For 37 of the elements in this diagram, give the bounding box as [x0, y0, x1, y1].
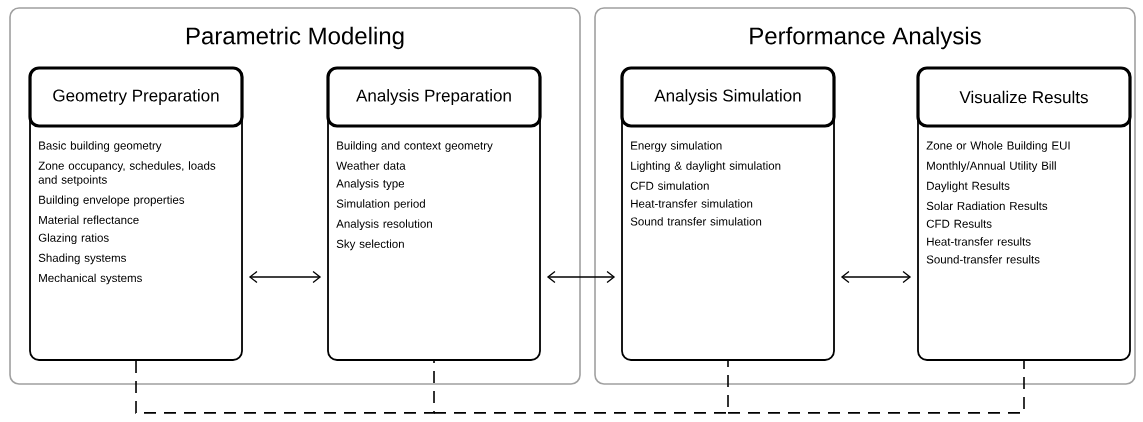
list-item: Building envelope properties: [39, 195, 185, 207]
card-header: Analysis Simulation: [620, 66, 836, 128]
list-item: Sky selection: [336, 239, 404, 251]
list-item: Daylight Results: [927, 181, 1010, 193]
card-header: Geometry Preparation: [28, 66, 244, 128]
list-item: Monthly/Annual Utility Bill: [927, 161, 1056, 173]
card-header: Visualize Results: [916, 66, 1132, 128]
list-item: Weather data: [336, 161, 406, 170]
dashed-connector: [135, 360, 435, 414]
double-arrow: [248, 270, 322, 284]
list-item: Energy simulation: [631, 141, 722, 152]
double-arrow: [840, 270, 912, 284]
list-item: Zone occupancy, schedules, loads and setpoints: [38, 161, 216, 187]
group-title: Parametric Modeling: [186, 26, 404, 50]
list-item: Lighting & daylight simulation: [631, 161, 781, 173]
list-item: Heat-transfer results: [927, 237, 1031, 246]
list-item: Basic building geometry: [39, 141, 162, 152]
list-item: Mechanical systems: [39, 273, 142, 285]
list-item: Sound transfer simulation: [630, 217, 762, 226]
group-title: Performance Analysis: [750, 26, 981, 50]
list-item: Simulation period: [336, 199, 425, 210]
list-item: Glazing ratios: [38, 233, 109, 245]
list-item: Analysis type: [336, 179, 405, 190]
list-item: CFD Results: [926, 219, 992, 228]
list-item: Sound-transfer results: [926, 255, 1040, 264]
list-item: Analysis resolution: [336, 219, 432, 231]
list-item: Shading systems: [38, 253, 126, 265]
list-item: CFD simulation: [630, 181, 709, 190]
list-item: Solar Radiation Results: [926, 201, 1048, 210]
double-arrow: [546, 270, 616, 284]
list-item: Zone or Whole Building EUI: [926, 141, 1070, 152]
list-item: Heat-transfer simulation: [631, 199, 753, 208]
card-header: Analysis Preparation: [326, 66, 542, 128]
dashed-connector: [727, 360, 1025, 414]
dashed-connector: [433, 360, 729, 414]
list-item: Material reflectance: [39, 215, 139, 224]
list-item: Building and context geometry: [337, 141, 493, 152]
